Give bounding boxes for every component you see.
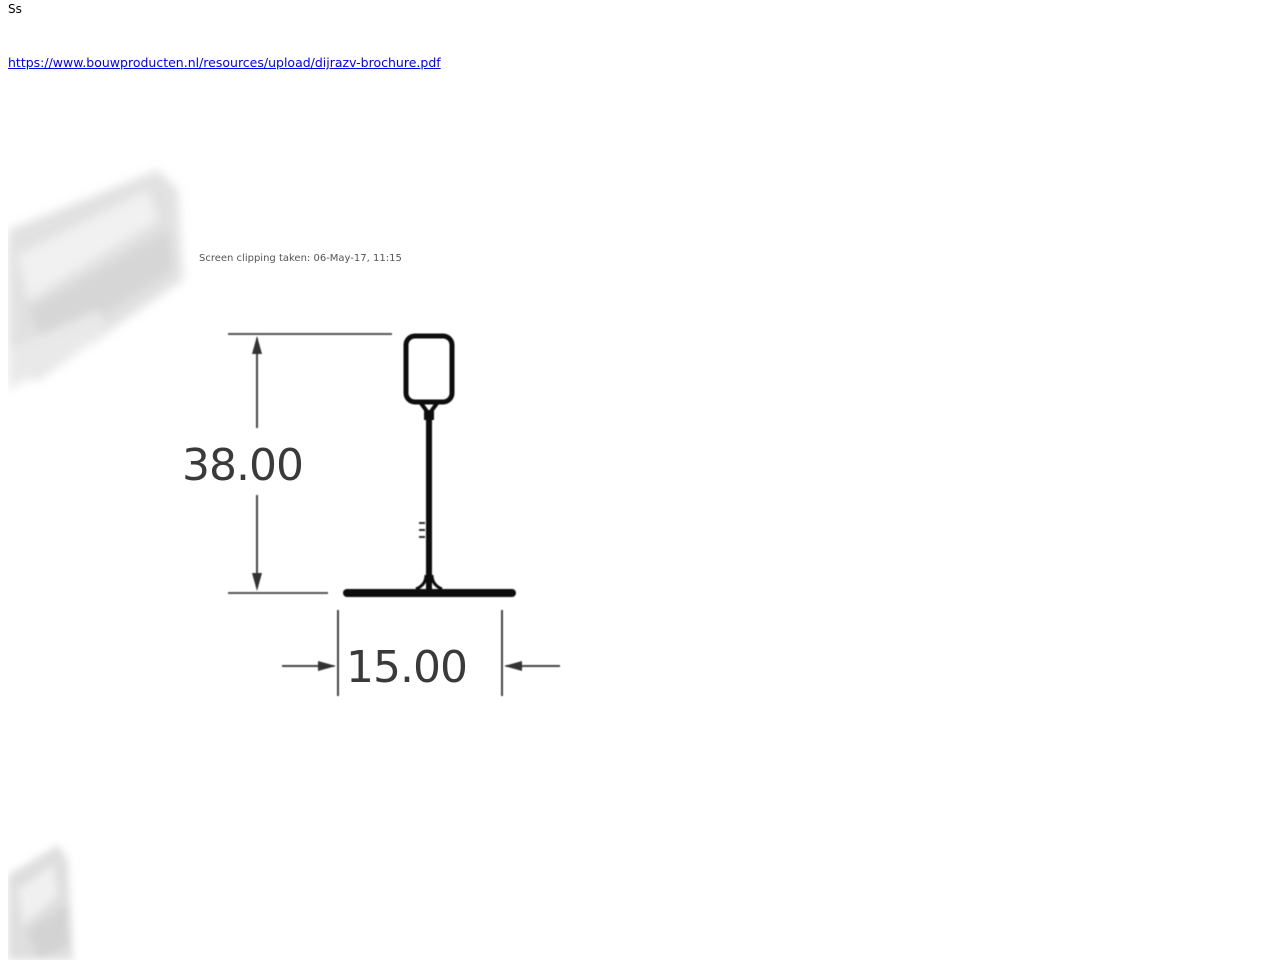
- t-profile-svg: [228, 333, 560, 696]
- faded-profile-image-bottom: [8, 835, 128, 960]
- t-profile-drawing: 38.00 15.00: [170, 320, 580, 710]
- faded-profile-image-top: [8, 160, 208, 410]
- width-dimension-label: 15.00: [346, 642, 468, 693]
- clip-caption: Screen clipping taken: 06-May-17, 11:15: [199, 253, 402, 264]
- height-dimension-label: 38.00: [182, 440, 304, 491]
- source-link[interactable]: https://www.bouwproducten.nl/resources/u…: [8, 55, 441, 70]
- note-title[interactable]: Ss: [8, 2, 22, 16]
